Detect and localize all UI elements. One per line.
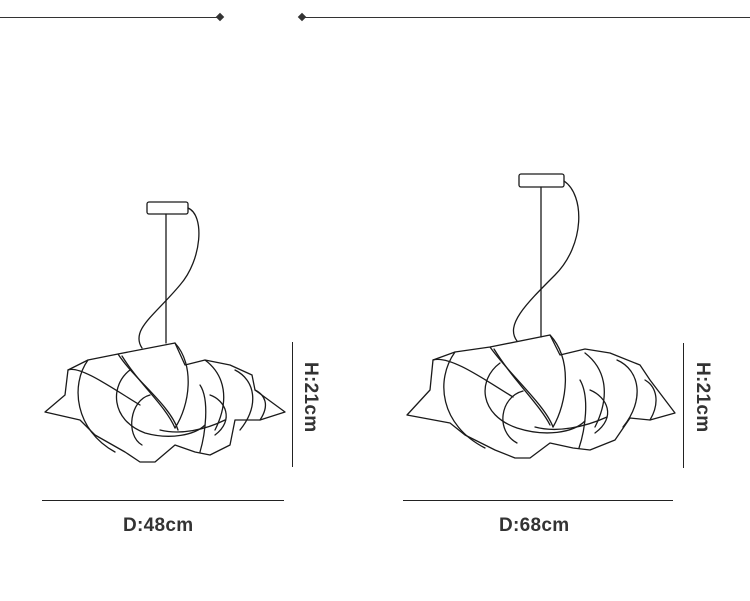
height-dimension-line-small xyxy=(292,342,293,467)
top-divider-left xyxy=(0,17,218,18)
pendant-lamp-large-drawing xyxy=(406,173,676,459)
diameter-label-large: D:68cm xyxy=(499,515,570,536)
divider-diamond-left-icon xyxy=(215,12,225,22)
top-divider-right xyxy=(304,17,750,18)
diameter-dimension-line-large xyxy=(403,500,673,501)
height-label-small: H:21cm xyxy=(300,362,321,433)
pendant-lamp-small-drawing xyxy=(44,201,286,463)
height-label-large: H:21cm xyxy=(692,362,713,433)
diameter-dimension-line-small xyxy=(42,500,284,501)
diameter-label-small: D:48cm xyxy=(123,515,194,536)
height-dimension-line-large xyxy=(683,343,684,468)
